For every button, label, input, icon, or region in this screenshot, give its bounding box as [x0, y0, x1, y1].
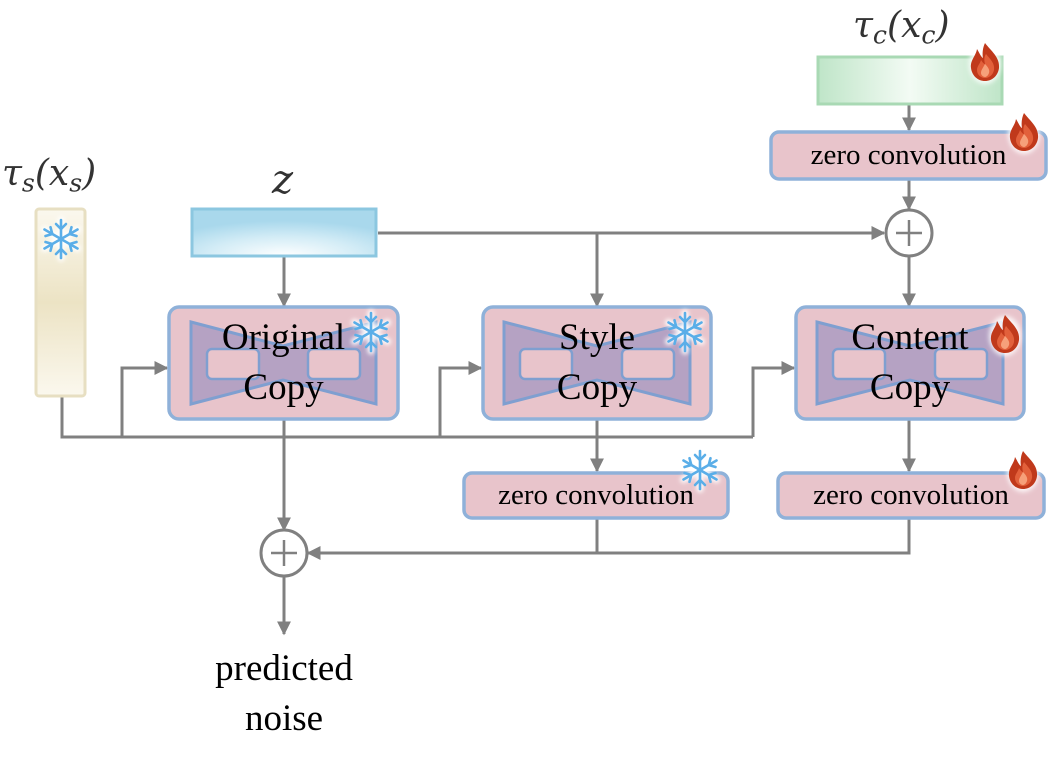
style-copy-block [481, 305, 713, 421]
style-embed-arg: x [48, 153, 70, 194]
predicted-noise-line1: predicted [215, 648, 353, 689]
zero-conv-content-top-label: zero convolution [810, 139, 1007, 171]
content-copy-line1: Content [851, 317, 969, 358]
content-embedding-bar [816, 55, 1004, 106]
latent-z-label: z [272, 157, 294, 203]
edge-style-embed-bus [60, 396, 753, 439]
zero-conv-content-top-box [769, 130, 1048, 181]
content-sum-node [884, 208, 934, 258]
original-copy-block [167, 305, 400, 421]
edge-bus-to-style [438, 361, 483, 437]
content-copy-line2: Copy [869, 367, 951, 408]
style-copy-line2: Copy [556, 367, 638, 408]
style-embed-arg-sub: s [69, 168, 83, 198]
edge-bus-to-content [751, 361, 796, 437]
original-copy-line1: Original [221, 317, 346, 358]
style-embedding-bar [34, 207, 87, 398]
style-embed-func-sub: s [21, 168, 35, 198]
latent-z-bar [190, 207, 378, 258]
zero-conv-content-out-label: zero convolution [813, 479, 1009, 511]
predicted-noise-line2: noise [244, 698, 324, 739]
style-copy-line1: Style [558, 317, 636, 358]
content-embedding-label: τc(xc) [853, 5, 950, 50]
content-copy-block [794, 305, 1026, 421]
zero-conv-style-out-box [462, 471, 730, 520]
style-embed-func: τ [2, 153, 22, 194]
content-embed-arg-sub: c [921, 20, 936, 50]
edge-bus-to-original [120, 361, 169, 437]
content-embed-func: τ [853, 5, 873, 46]
zero-conv-style-out-label: zero convolution [498, 479, 694, 511]
predicted-noise-label: predicted noise [164, 644, 404, 744]
original-copy-line2: Copy [243, 367, 324, 408]
content-embed-func-sub: c [872, 20, 888, 50]
zero-conv-content-out-box [776, 471, 1046, 520]
connection-lines [60, 104, 916, 636]
content-embed-arg: x [901, 5, 922, 46]
style-copy-label: Style Copy [483, 313, 711, 413]
edge-zero-convs-to-sum [306, 518, 911, 560]
original-copy-label: Original Copy [169, 313, 398, 413]
output-sum-node [259, 528, 309, 578]
content-copy-label: Content Copy [796, 313, 1024, 413]
style-embedding-label: τs(xs) [2, 153, 97, 198]
